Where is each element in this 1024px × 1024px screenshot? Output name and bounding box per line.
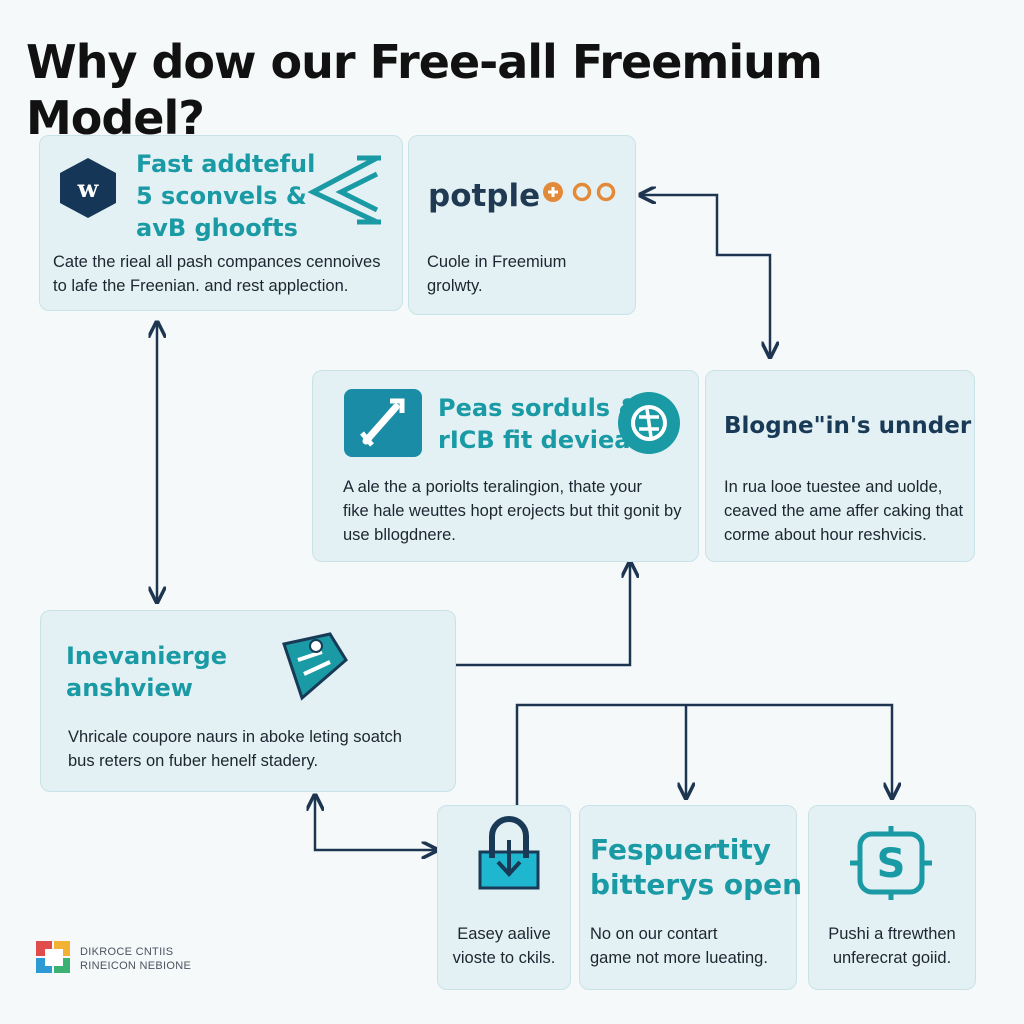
footer-logo-text: DIKROCE CNTIIS RINEICON NEBIONE xyxy=(80,945,191,973)
body-line: A ale the a poriolts teralingion, thate … xyxy=(343,478,643,496)
body-line: ceaved the ame affer caking that xyxy=(724,502,964,520)
chevron-lines-icon xyxy=(307,155,381,225)
brand-name: potple xyxy=(428,178,541,214)
body-line: bus reters on fuber henelf stadery. xyxy=(68,752,319,770)
heading-line: 5 sconvels & xyxy=(136,182,307,210)
heading-line: rICB fit deviea xyxy=(438,426,631,454)
card-lower-left-heading: Inevanierge anshview xyxy=(66,640,227,704)
heading-line: Inevanierge xyxy=(66,642,228,670)
card-top-left-heading: Fast addteful 5 sconvels & avB ghoofts xyxy=(136,148,315,244)
hexagon-badge-icon: w xyxy=(60,158,116,218)
card-lower-left-body: Vhricale coupore naurs in aboke leting s… xyxy=(68,725,402,773)
body-line: unferecrat goiid. xyxy=(832,949,952,967)
orange-dots-icon xyxy=(543,182,616,202)
card-mid-right-heading: Blogne"in's unnder xyxy=(724,413,972,439)
body-line: corme about hour reshvicis. xyxy=(724,526,927,544)
body-line: Vhricale coupore naurs in aboke leting s… xyxy=(68,728,402,746)
body-line: No on our contart xyxy=(590,925,718,943)
heading-line: bitterys open xyxy=(590,868,803,901)
footer-logo-icon xyxy=(36,941,70,973)
body-line: In rua looe tuestee and uolde, xyxy=(724,478,943,496)
card-bottom-2-heading: Fespuertity bitterys open xyxy=(590,832,802,902)
card-top-right xyxy=(408,135,636,315)
shield-tool-icon xyxy=(282,632,348,701)
body-line: Pushi a ftrewthen xyxy=(828,925,956,943)
body-line: Cate the rieal all pash compances cennoi… xyxy=(53,253,381,271)
heading-line: avB ghoofts xyxy=(136,214,298,242)
page-title: Why dow our Free-all Freemium Model? xyxy=(26,35,823,145)
footer-logo-line: DIKROCE CNTIIS xyxy=(80,946,174,958)
body-line: to lafe the Freenian. and rest applectio… xyxy=(53,277,349,295)
arrow-right-elbow xyxy=(640,195,770,357)
aperture-icon xyxy=(618,392,680,454)
card-mid-left-body: A ale the a poriolts teralingion, thate … xyxy=(343,475,681,547)
card-mid-right-body: In rua looe tuestee and uolde, ceaved th… xyxy=(724,475,963,547)
body-line: grolwty. xyxy=(427,277,483,295)
card-bottom-2-body: No on our contart game not more lueating… xyxy=(590,922,768,970)
tools-icon xyxy=(344,389,422,457)
download-lock-icon xyxy=(478,816,540,890)
heading-line: Fespuertity xyxy=(590,833,772,866)
body-line: vioste to ckils. xyxy=(452,949,556,967)
card-bottom-3-body: Pushi a ftrewthen unferecrat goiid. xyxy=(808,922,976,970)
card-lower-left xyxy=(40,610,456,792)
heading-line: Peas sorduls & xyxy=(438,394,640,422)
heading-line: Fast addteful xyxy=(136,150,316,178)
arrow-mid-to-lower xyxy=(434,562,630,665)
card-mid-right xyxy=(705,370,975,562)
body-line: Cuole in Freemium xyxy=(427,253,567,271)
card-top-left-body: Cate the rieal all pash compances cennoi… xyxy=(53,250,380,298)
arrow-lower-to-bottom xyxy=(315,795,437,850)
body-line: use bllogdnere. xyxy=(343,526,456,544)
badge-letter: w xyxy=(77,174,100,203)
card-mid-left-heading: Peas sorduls & rICB fit deviea xyxy=(438,392,639,456)
card-bottom-1-body: Easey aalive vioste to ckils. xyxy=(437,922,571,970)
body-line: Easey aalive xyxy=(457,925,551,943)
card-bottom-1 xyxy=(437,805,571,990)
footer-logo-line: RINEICON NEBIONE xyxy=(80,960,192,972)
card-top-right-body: Cuole in Freemium grolwty. xyxy=(427,250,566,298)
arrow-branch xyxy=(515,703,892,805)
card-bottom-2 xyxy=(579,805,797,990)
body-line: game not more lueating. xyxy=(590,949,768,967)
body-line: fike hale weuttes hopt erojects but thit… xyxy=(343,502,682,520)
dollar-s-icon: S xyxy=(850,826,932,900)
heading-line: anshview xyxy=(66,674,193,702)
svg-text:S: S xyxy=(877,841,906,887)
